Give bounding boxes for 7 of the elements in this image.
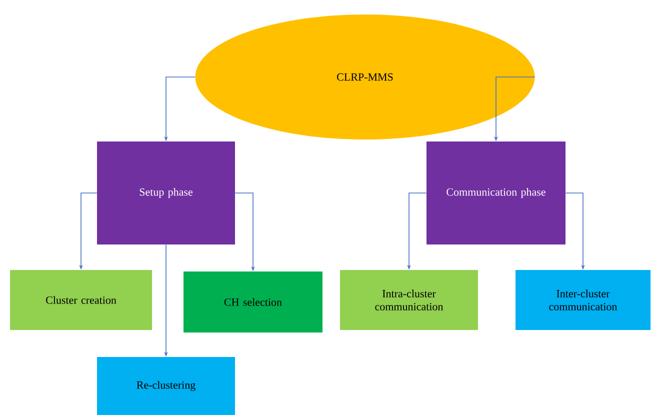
- leaf-box: Cluster creation: [10, 270, 152, 330]
- phase-box: Setup phase: [97, 142, 235, 244]
- leaf-box: Re-clustering: [97, 357, 235, 415]
- leaf-box: Inter-cluster communication: [516, 270, 650, 330]
- leaf-box: Intra-cluster communication: [340, 270, 478, 330]
- phase-box: Communication phase: [426, 142, 566, 244]
- leaf-box: CH selection: [184, 272, 322, 332]
